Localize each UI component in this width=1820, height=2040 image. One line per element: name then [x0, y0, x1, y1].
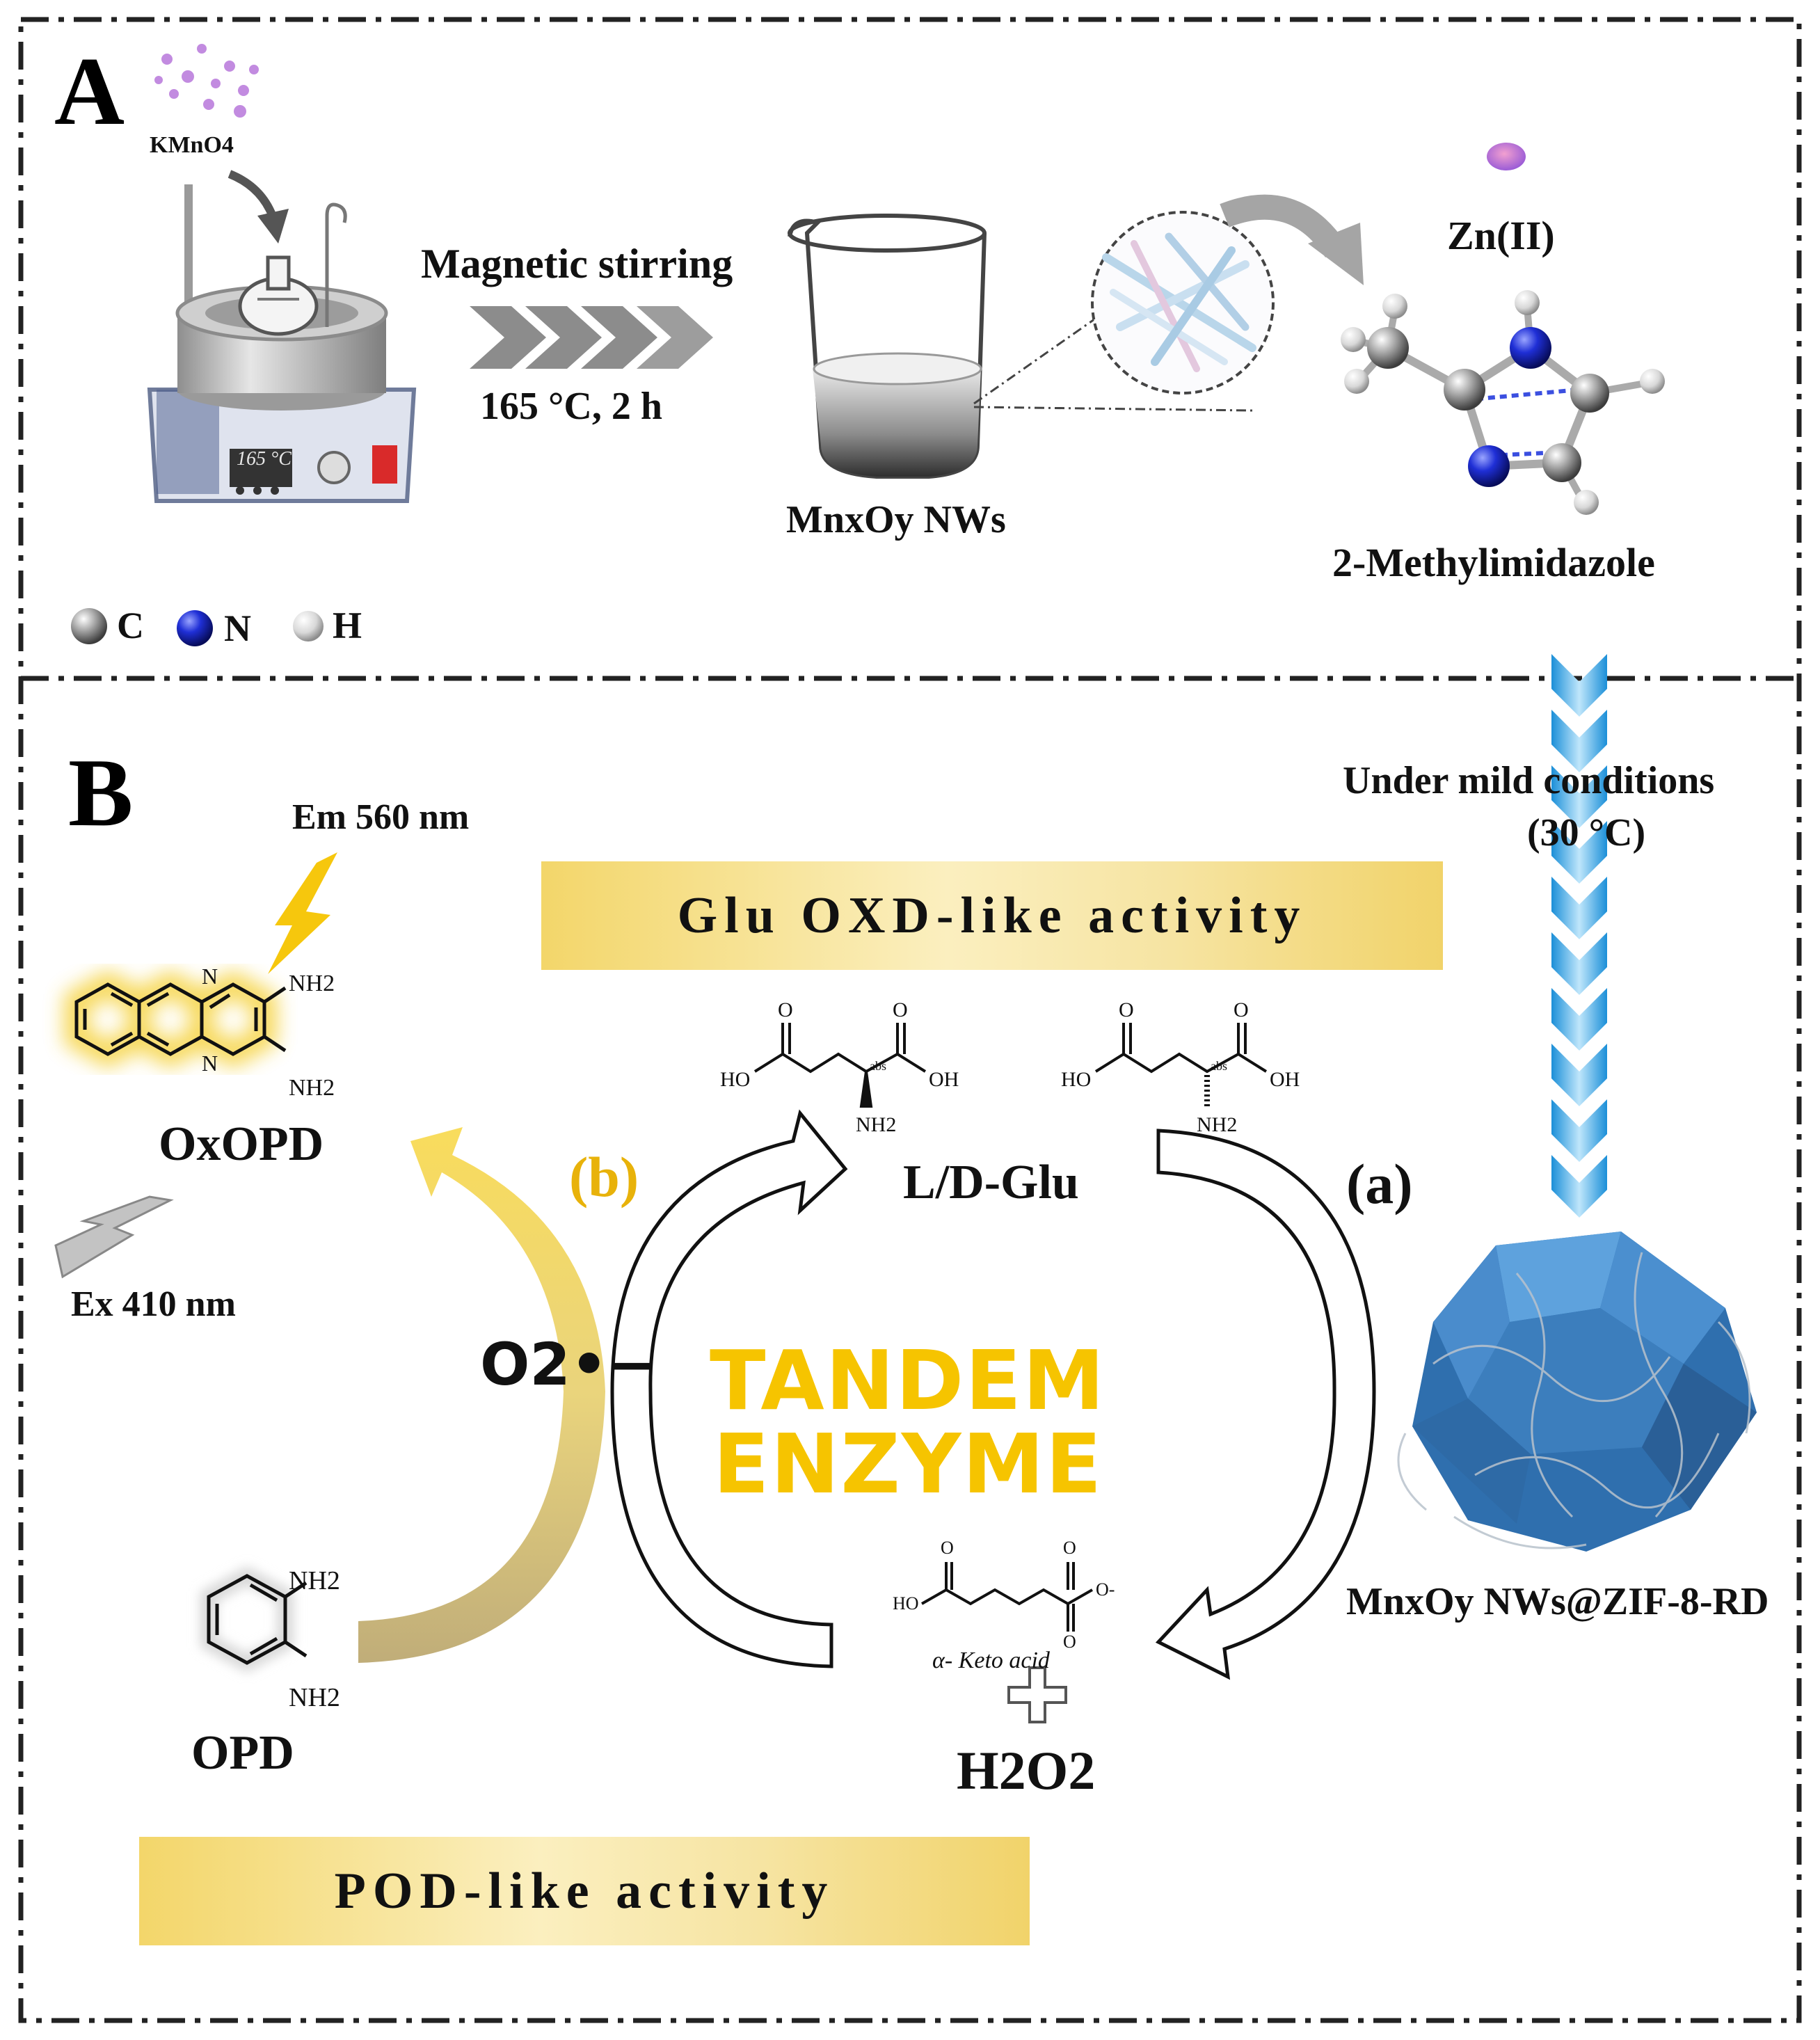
kmno4-add-arrowhead	[257, 209, 289, 244]
opd-label: OPD	[191, 1726, 294, 1780]
legend-c-ball	[71, 608, 107, 644]
pod-banner: POD-like activity	[139, 1837, 1030, 1945]
beaker	[788, 214, 987, 479]
oxopd-n-bottom: N	[202, 1051, 218, 1076]
catalyst-label: MnxOy NWs@ZIF-8-RD	[1346, 1580, 1769, 1623]
glu2-ho: HO	[1061, 1068, 1092, 1091]
opd-nh2-top: NH2	[289, 1566, 340, 1595]
glu2-o-left: O	[1119, 998, 1134, 1021]
legend-h-label: H	[333, 605, 362, 646]
emission-bolt	[268, 852, 337, 974]
glu1-abs: abs	[870, 1059, 886, 1073]
keto-o-right: O	[1063, 1538, 1076, 1558]
glu-oxd-banner: Glu OXD-like activity	[541, 861, 1443, 970]
cycle-arrow-left	[610, 1109, 848, 1668]
to-zinc-arrow	[1220, 194, 1346, 258]
oxopd-nh2-top: NH2	[289, 971, 335, 996]
glu-oxd-banner-text: Glu OXD-like activity	[677, 886, 1307, 944]
kmno4-particles	[154, 44, 259, 118]
superoxide-label: O2•−	[480, 1330, 657, 1398]
legend-n-label: N	[224, 607, 251, 649]
stirring-label: Magnetic stirring	[421, 241, 733, 287]
emission-label: Em 560 nm	[292, 797, 470, 837]
keto-o-left: O	[941, 1538, 954, 1558]
d-glu-structure	[1094, 1023, 1268, 1106]
stirring-chevrons	[470, 306, 713, 369]
pod-banner-text: POD-like activity	[334, 1862, 835, 1920]
h2o2-label: H2O2	[957, 1740, 1096, 1801]
step-a-label: (a)	[1346, 1152, 1413, 1216]
zif8-rd-crystal	[1397, 1232, 1757, 1552]
step-b-label: (b)	[569, 1145, 639, 1209]
glu2-nh2: NH2	[1197, 1113, 1238, 1136]
glu1-nh2: NH2	[856, 1113, 897, 1136]
outer-frame	[18, 17, 1802, 2023]
opd-nh2-bottom: NH2	[289, 1683, 340, 1712]
condition-label: 165 °C, 2 h	[480, 385, 662, 428]
kmno4-label: KMnO4	[150, 132, 234, 158]
panel-b-label: B	[68, 739, 134, 847]
plus-sign	[1007, 1666, 1067, 1723]
excitation-bolt	[54, 1195, 174, 1279]
methylimidazole-model	[1341, 290, 1665, 515]
glu1-o-right: O	[893, 998, 908, 1021]
to-zinc-arrowhead	[1308, 223, 1364, 285]
mild-conditions-arrow	[1551, 654, 1607, 1218]
excitation-label: Ex 410 nm	[71, 1284, 236, 1324]
keto-o-minus: O-	[1096, 1579, 1115, 1600]
glu1-ho: HO	[720, 1068, 751, 1091]
zinc-ion	[1487, 143, 1526, 170]
cycle-arrow-right	[1155, 1129, 1376, 1680]
pod-arrow	[358, 1127, 605, 1663]
l-glu-structure	[753, 1023, 927, 1108]
zinc-label: Zn(II)	[1447, 213, 1555, 258]
magnetic-stirrer-heater	[147, 184, 417, 503]
tandem-line2: ENZYME	[713, 1416, 1103, 1512]
legend-n-ball	[177, 610, 213, 646]
keto-o-center: O	[1063, 1632, 1076, 1652]
keto-acid-structure	[921, 1562, 1093, 1632]
mild-condition-line2: (30 °C)	[1527, 811, 1646, 854]
oxopd-label: OxOPD	[159, 1117, 324, 1171]
glu1-oh: OH	[929, 1068, 959, 1091]
zoom-line-1	[973, 305, 1114, 405]
tandem-line1: TANDEM	[710, 1332, 1106, 1428]
zoom-line-2	[973, 406, 1253, 412]
nanowires	[1102, 232, 1256, 372]
product-label: MnxOy NWs	[786, 498, 1006, 541]
glu2-abs: abs	[1211, 1059, 1227, 1073]
glu-label: L/D-Glu	[903, 1156, 1079, 1209]
keto-acid-label: α- Keto acid	[932, 1648, 1050, 1673]
oxopd-nh2-bottom: NH2	[289, 1075, 335, 1101]
legend-h-ball	[293, 611, 324, 642]
oxopd-molecule	[64, 970, 287, 1069]
mild-condition-line1: Under mild conditions	[1343, 759, 1715, 802]
panel-a-label: A	[54, 38, 125, 145]
glu2-oh: OH	[1270, 1068, 1300, 1091]
opd-molecule	[200, 1566, 308, 1673]
glu1-o-left: O	[778, 998, 793, 1021]
ligand-label: 2-Methylimidazole	[1332, 540, 1655, 585]
legend-c-label: C	[117, 605, 144, 646]
keto-ho: HO	[893, 1593, 919, 1613]
heater-display: 165 °C	[237, 448, 292, 470]
glu2-o-right: O	[1234, 998, 1249, 1021]
oxopd-n-top: N	[202, 964, 218, 989]
